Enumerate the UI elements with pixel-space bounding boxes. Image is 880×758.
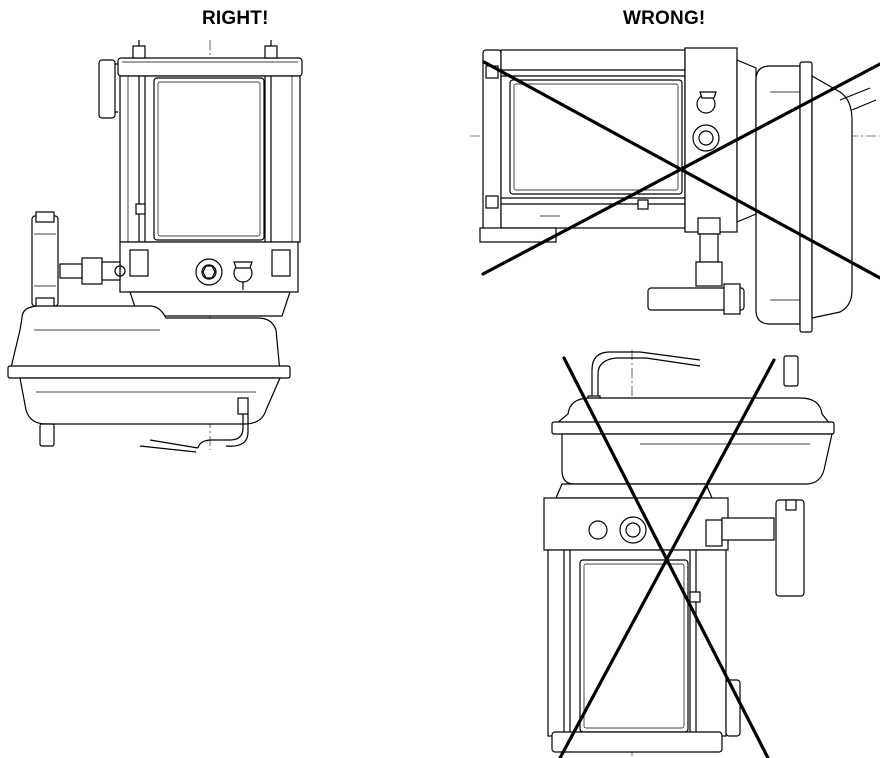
upright-pump-drawing	[7, 40, 303, 453]
x-mark-upside-down-2	[558, 358, 776, 758]
wrong-label: WRONG!	[623, 8, 706, 29]
sideways-pump-drawing	[470, 47, 880, 333]
right-label: RIGHT!	[202, 8, 269, 29]
upside-down-pump-drawing	[543, 350, 835, 758]
x-mark-sideways-2	[481, 62, 880, 276]
